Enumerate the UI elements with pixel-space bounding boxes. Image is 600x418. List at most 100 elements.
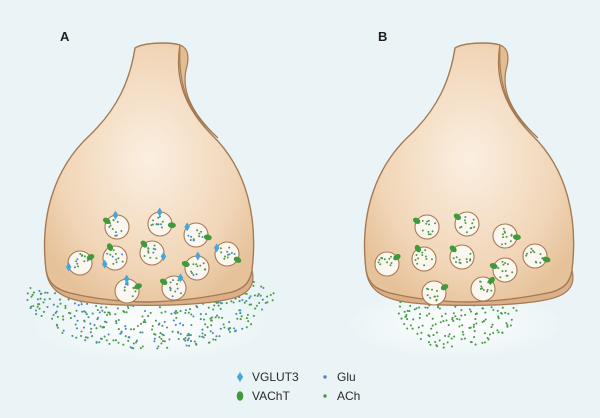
vesicle-content-dot [177,279,180,282]
transmitter-dot [182,324,185,327]
transmitter-dot [147,315,150,318]
transmitter-dot [463,337,466,340]
vesicle-content-dot [124,283,127,286]
synaptic-vesicle [412,214,440,240]
transmitter-dot [230,300,233,303]
vacht-transporter-icon [449,245,457,253]
transmitter-dot [481,341,484,344]
vacht-transporter-icon [542,256,551,263]
transmitter-dot [32,304,35,308]
transmitter-dot [460,314,463,317]
transmitter-dot [428,312,431,315]
transmitter-dot [234,329,237,332]
vesicle-content-dot [189,239,192,241]
vesicle-content-dot [233,253,236,255]
transmitter-dot [483,341,486,344]
transmitter-dot [185,344,188,347]
vesicle-content-dot [108,226,111,228]
transmitter-dot [400,317,403,320]
transmitter-dot [240,315,243,318]
transmitter-dot [98,311,101,314]
glu-dot-icon [323,375,327,379]
transmitter-dot [248,303,251,306]
vacht-transporter-icon [86,254,95,261]
transmitter-dot [212,338,215,341]
transmitter-dot [56,324,59,327]
vesicle-content-dot [421,219,424,222]
transmitter-dot [456,317,459,320]
transmitter-dot [127,336,130,339]
transmitter-dot [419,313,422,316]
transmitter-dot [255,304,258,307]
vesicle-content-dot [171,295,174,298]
vesicle-content-dot [534,260,537,263]
transmitter-dot [177,331,180,334]
transmitter-dot [142,321,145,324]
panel-label-a: A [60,29,70,44]
vesicle-content-dot [132,286,135,289]
axon-terminal-b [363,42,575,306]
transmitter-dot [52,313,55,317]
transmitter-dot [210,324,213,327]
transmitter-dot [491,323,494,326]
vesicle-content-dot [473,226,476,229]
transmitter-dot [184,309,187,312]
transmitter-dot [204,334,207,337]
vesicle-content-dot [416,262,419,265]
transmitter-dot [439,321,442,324]
transmitter-dot [452,312,455,315]
vesicle-content-dot [435,299,438,302]
transmitter-dot [429,343,432,346]
transmitter-dot [165,326,169,329]
transmitter-dot [451,318,454,321]
transmitter-dot [161,324,164,327]
vesicle-content-dot [465,258,468,261]
transmitter-dot [153,337,156,340]
transmitter-dot [39,297,42,300]
vesicle-content-dot [379,263,382,266]
vesicle-content-dot [459,226,461,229]
transmitter-dot [46,291,49,294]
vacht-transporter-icon [453,213,462,221]
transmitter-dot [241,298,244,302]
vesicle-content-dot [114,234,117,237]
transmitter-dot [143,319,146,322]
transmitter-dot [56,305,59,308]
transmitter-dot [199,313,202,316]
transmitter-dot [229,327,232,330]
vesicle-membrane [184,255,210,281]
transmitter-dot [418,316,421,319]
transmitter-dot [82,326,86,329]
transmitter-dot [132,328,136,331]
transmitter-dot [81,310,84,313]
vesicle-content-dot [426,220,429,223]
transmitter-dot [184,311,187,315]
vesicle-membrane [161,275,187,301]
vesicle-content-dot [192,274,195,276]
vesicle-content-dot [219,247,222,250]
transmitter-dot [101,309,104,312]
transmitter-dot [26,292,29,295]
synaptic-vesicle [101,243,128,271]
vesicle-content-dot [470,227,473,229]
transmitter-dot [413,308,416,311]
vesicle-content-dot [388,257,391,260]
vesicle-content-dot [525,254,528,257]
transmitter-dot [139,331,142,334]
vacht-transporter-icon [233,256,242,263]
vesicle-content-dot [421,229,424,232]
vesicle-content-dot [479,280,482,283]
transmitter-dot [42,310,45,313]
transmitter-dot [56,326,59,329]
vacht-transporter-icon [140,240,148,248]
transmitter-dot [450,337,453,340]
transmitter-dot [496,329,499,332]
transmitter-dot [253,294,256,297]
vesicle-membrane [411,246,437,272]
transmitter-dot [252,284,255,287]
transmitter-dot [218,335,221,338]
vesicle-membrane [102,245,128,271]
transmitter-dot [125,311,128,314]
vesicle-content-dot [226,250,229,253]
